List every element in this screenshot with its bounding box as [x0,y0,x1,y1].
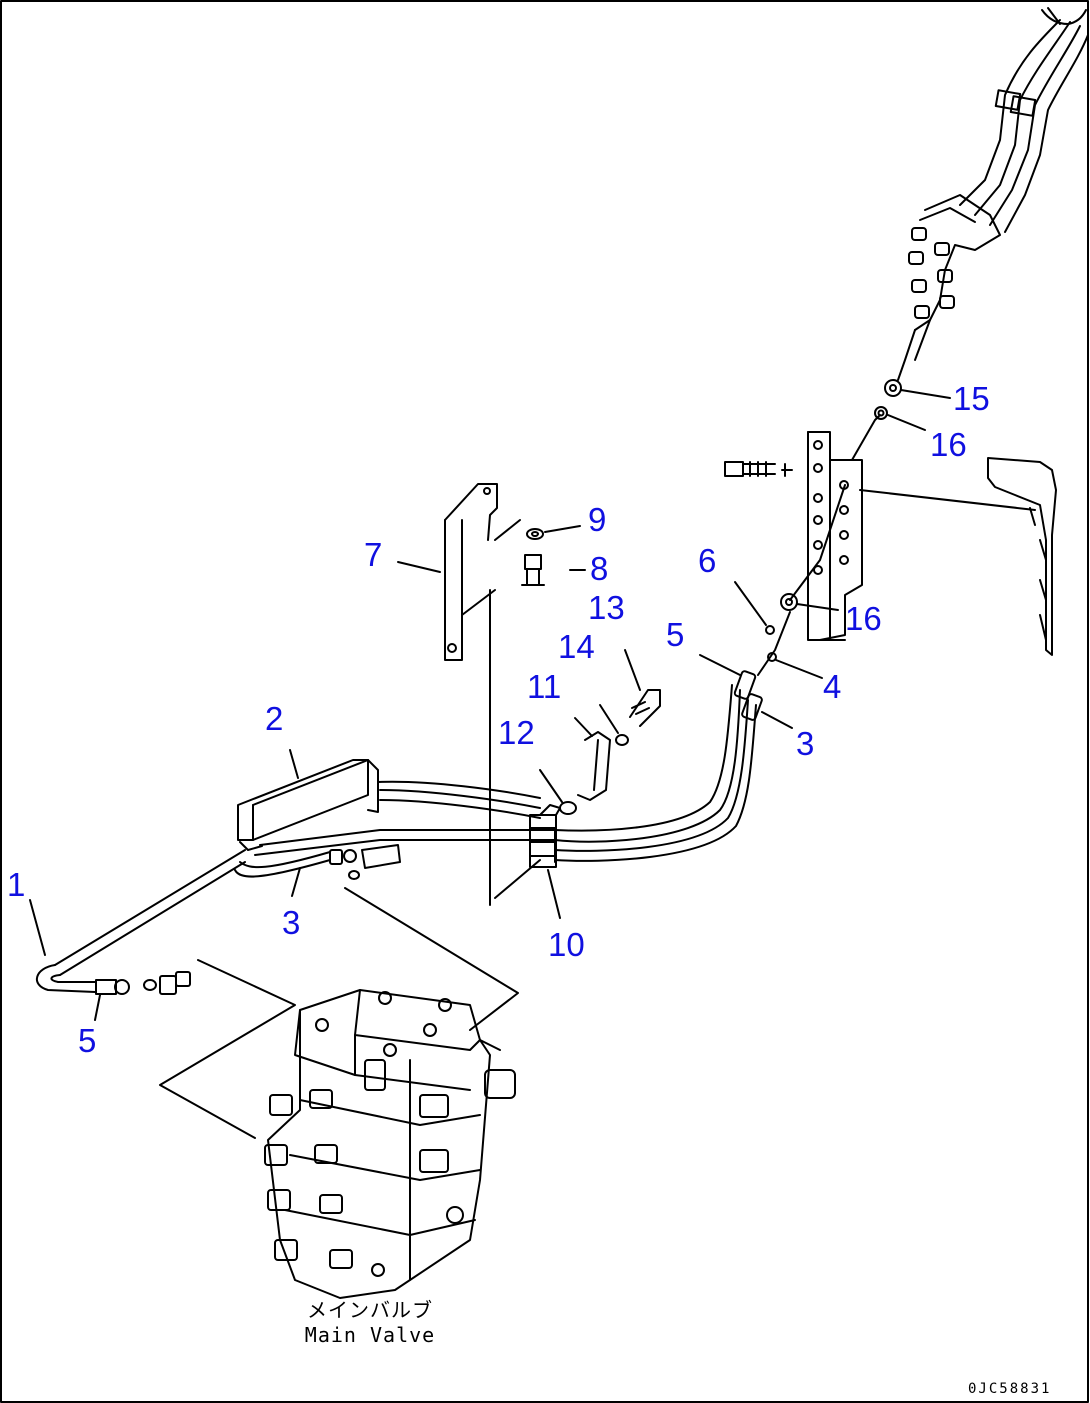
callout-12: 12 [498,714,535,751]
main-valve-caption: メインバルブ Main Valve [290,1298,450,1348]
callout-3-right: 3 [796,725,815,762]
washers-lower [734,581,839,679]
bolt-8-washer-9 [521,525,586,586]
main-valve-caption-ja: メインバルブ [307,1298,433,1322]
callout-7: 7 [364,536,383,573]
clamp-10 [494,804,561,919]
callout-5-right: 5 [666,616,685,653]
hose-1 [29,849,246,1021]
ppc-valve-hoses [897,7,1089,381]
callout-15: 15 [953,380,990,417]
callout-14: 14 [558,628,595,665]
hose-3-left [234,844,401,897]
main-valve-caption-en: Main Valve [304,1323,436,1347]
callout-1: 1 [7,866,26,903]
callout-11: 11 [527,668,562,705]
callout-9: 9 [588,501,607,538]
callout-2: 2 [265,700,284,737]
callout-5-left: 5 [78,1022,97,1059]
washers-top [874,379,951,431]
callout-16-top: 16 [930,426,967,463]
main-valve [264,989,516,1299]
clamp-2 [237,749,379,851]
callout-10: 10 [548,926,585,963]
callout-8: 8 [590,550,609,587]
callout-16-lower: 16 [845,600,882,637]
hose-bracket-plate [724,414,1036,641]
drawing-number: 0JC58831 [968,1381,1052,1397]
callout-13: 13 [588,589,625,626]
clip-hardware [539,649,661,815]
hose-bundle [254,684,757,863]
callout-6: 6 [698,542,717,579]
bracket-7 [397,483,521,906]
callout-4: 4 [823,668,842,705]
side-bracket [987,457,1057,656]
valve-leaders [159,887,519,1139]
callout-3-left: 3 [282,904,301,941]
